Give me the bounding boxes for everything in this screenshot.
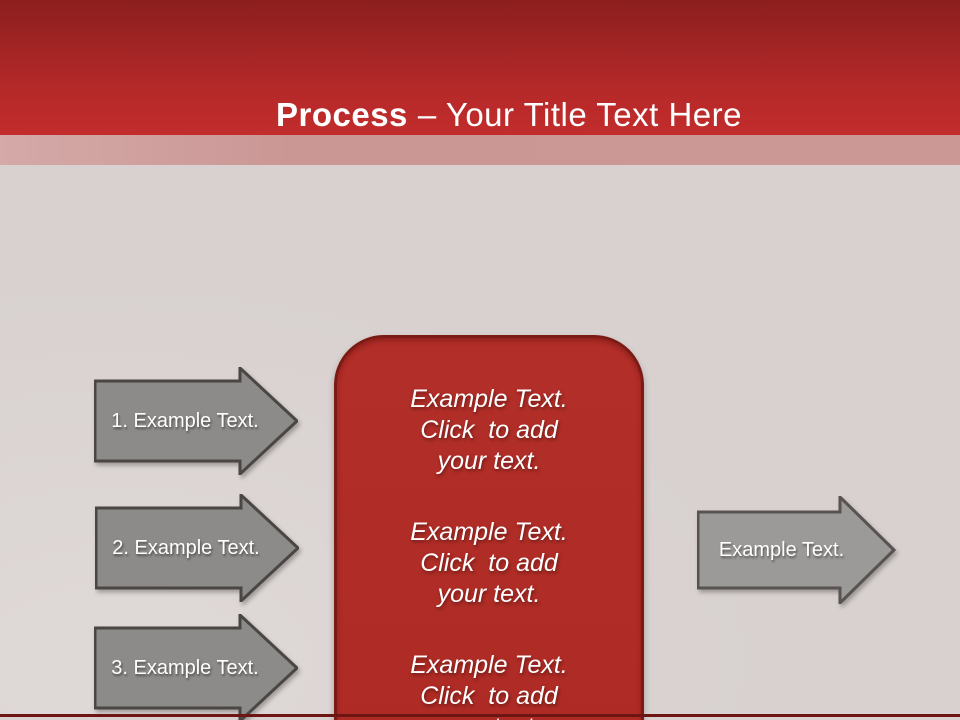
text-line: Example Text. [410,385,568,413]
text-line: Example Text. [410,651,568,679]
page-title-keyword: Process [275,96,408,133]
process-step-1-label: 1. Example Text. [111,409,259,432]
placeholder-text-block-2[interactable]: Example Text. Click to add your text. [347,517,631,610]
text-line: Click to add [420,416,558,444]
process-step-3-label: 3. Example Text. [111,656,259,679]
text-line: Click to add [420,682,558,710]
text-line: Example Text. [410,518,568,546]
text-line: your text. [437,447,541,475]
arrow-right-icon [697,496,896,604]
output-arrow[interactable]: Example Text. [697,496,896,604]
accent-strip [0,135,960,165]
output-arrow-label: Example Text. [718,538,845,561]
page-title[interactable]: Process– Your Title Text Here [0,55,960,175]
page-title-subtitle: – Your Title Text Here [417,96,743,133]
placeholder-text-block-1[interactable]: Example Text. Click to add your text. [347,384,631,477]
arrow-right-icon [94,614,298,720]
process-step-3-arrow[interactable]: 3. Example Text. [94,614,298,720]
process-step-2-arrow[interactable]: 2. Example Text. [95,494,299,602]
slide-body: 1. Example Text. 2. Example Text. 3. Exa… [0,165,960,720]
process-detail-panel[interactable]: Example Text. Click to add your text. Ex… [334,335,644,720]
title-bar: Process– Your Title Text Here [0,0,960,135]
arrow-right-icon [95,494,299,602]
placeholder-text-block-3[interactable]: Example Text. Click to add your text. [347,650,631,720]
text-line: your text. [437,580,541,608]
arrow-right-icon [94,367,298,475]
process-step-2-label: 2. Example Text. [112,536,260,559]
text-line: Click to add [420,549,558,577]
footer-line [0,714,960,717]
process-step-1-arrow[interactable]: 1. Example Text. [94,367,298,475]
